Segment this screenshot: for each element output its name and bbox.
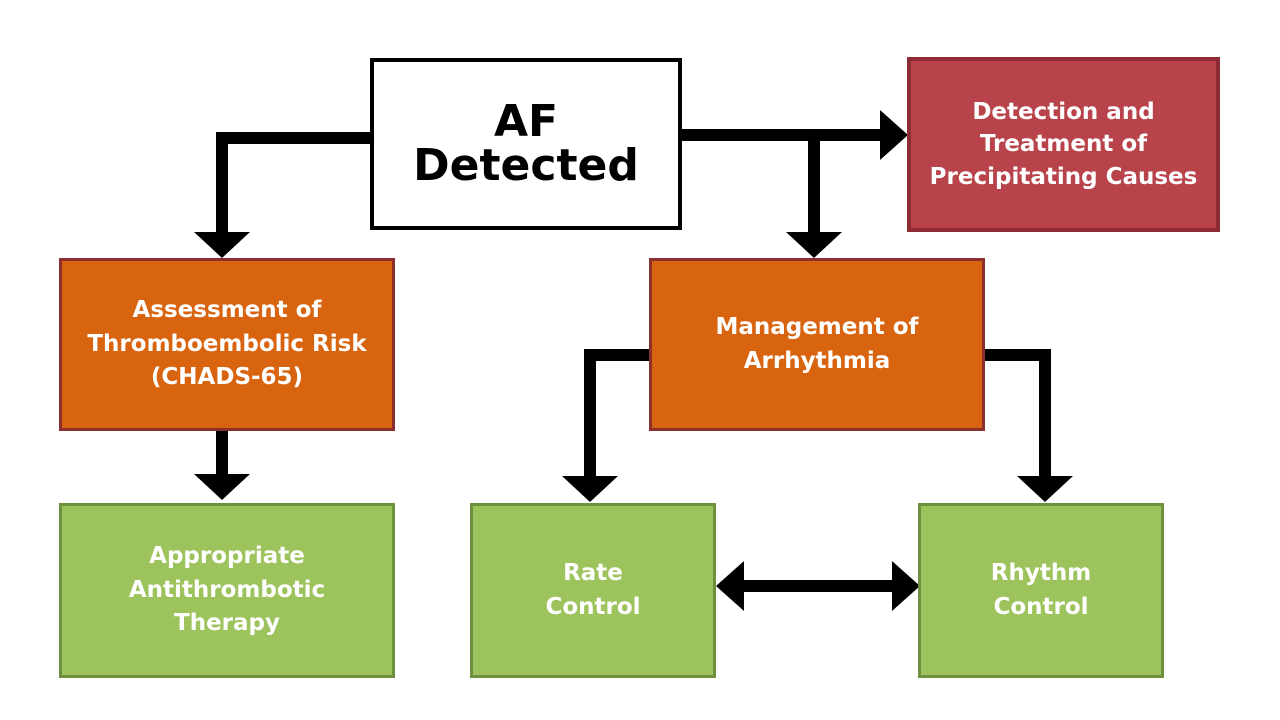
arrowhead-management — [786, 232, 842, 258]
rhythm-control-box: Rhythm Control — [918, 503, 1164, 678]
precipitating-causes-box: Detection and Treatment of Precipitating… — [907, 57, 1220, 232]
rhythm-control-label: Rhythm Control — [990, 560, 1092, 620]
antithrombotic-therapy-box: Appropriate Antithrombotic Therapy — [59, 503, 395, 678]
arrowhead-risk — [194, 232, 250, 258]
management-arrhythmia-box: Management of Arrhythmia — [649, 258, 985, 431]
thromboembolic-risk-box: Assessment of Thromboembolic Risk (CHADS… — [59, 258, 395, 431]
rate-control-box: Rate Control — [470, 503, 716, 678]
arrowhead-rate — [562, 476, 618, 502]
arrowhead-rate-left — [716, 561, 744, 611]
management-arrhythmia-label: Management of Arrhythmia — [715, 314, 919, 374]
precipitating-causes-label: Detection and Treatment of Precipitating… — [929, 99, 1198, 190]
rate-control-label: Rate Control — [545, 560, 641, 620]
arrow-af-to-risk — [216, 132, 372, 234]
af-detected-label: AF Detected — [413, 96, 639, 191]
arrow-management-to-rhythm — [983, 349, 1051, 478]
arrowhead-rhythm-right — [892, 561, 920, 611]
thromboembolic-risk-label: Assessment of Thromboembolic Risk (CHADS… — [87, 297, 367, 391]
arrow-management-to-rate — [584, 349, 651, 478]
arrowhead-therapy — [194, 474, 250, 500]
arrowhead-causes — [880, 110, 908, 160]
af-detected-box: AF Detected — [370, 58, 682, 230]
arrowhead-rhythm — [1017, 476, 1073, 502]
antithrombotic-therapy-label: Appropriate Antithrombotic Therapy — [128, 543, 326, 637]
